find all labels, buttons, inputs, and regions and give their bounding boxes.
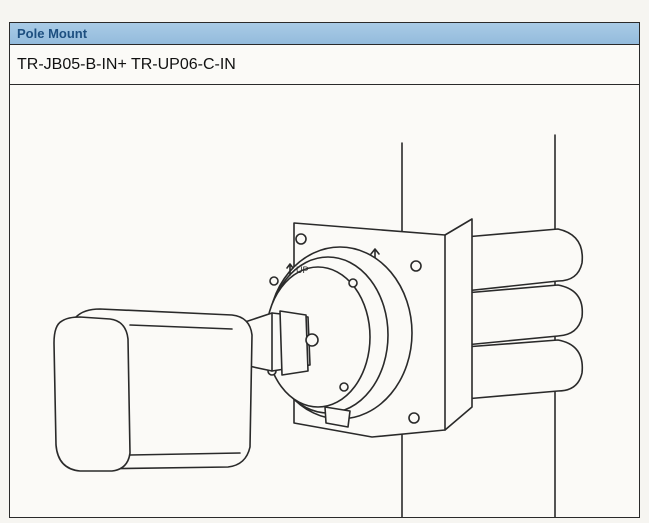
- camera-mount-joint: [241, 310, 319, 376]
- clamp-bands: [464, 228, 584, 400]
- model-row: TR-JB05-B-IN+ TR-UP06-C-IN: [10, 45, 639, 85]
- pole-mount-illustration: UP UP: [53, 134, 584, 517]
- figure-cell: UP UP: [10, 85, 639, 517]
- spec-table: Pole Mount TR-JB05-B-IN+ TR-UP06-C-IN: [9, 22, 640, 518]
- section-header: Pole Mount: [10, 23, 639, 45]
- bullet-camera: [53, 308, 253, 472]
- section-title: Pole Mount: [17, 26, 88, 41]
- base-up-label: UP: [296, 265, 309, 275]
- model-number: TR-JB05-B-IN+ TR-UP06-C-IN: [17, 55, 236, 73]
- base-up-arrow-icon: [286, 263, 294, 276]
